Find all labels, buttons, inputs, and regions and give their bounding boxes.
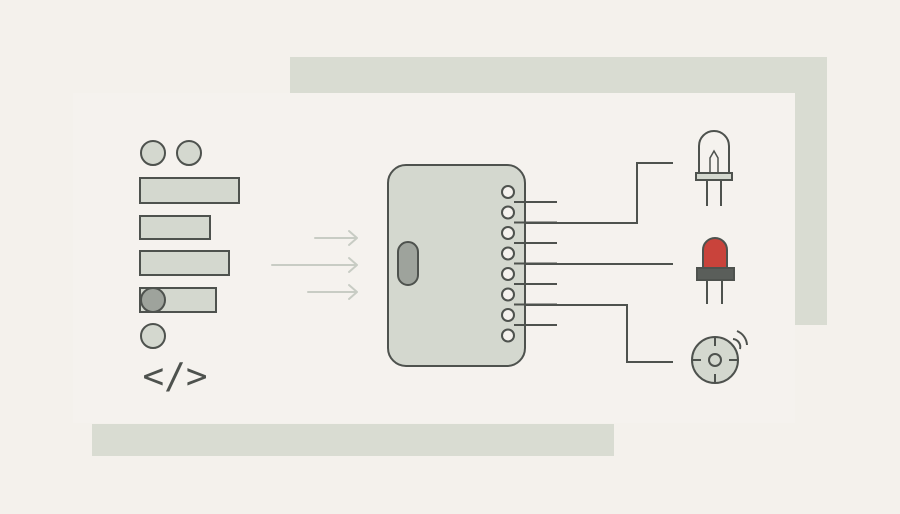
sound-wave <box>736 330 748 346</box>
wires <box>525 162 673 363</box>
red-led-icon <box>696 237 735 304</box>
code-block-circle <box>176 140 202 166</box>
code-block-circle <box>140 140 166 166</box>
code-block-bar <box>139 250 230 276</box>
code-block-circle <box>140 323 166 349</box>
code-block-bar <box>139 215 211 240</box>
board-pin <box>501 185 515 199</box>
wire-to-buzzer <box>525 304 673 363</box>
buzzer-center <box>708 353 722 367</box>
sound-wave <box>732 338 742 350</box>
code-blocks-icon <box>139 140 240 349</box>
board-pin <box>501 308 515 322</box>
bulb-filament <box>709 149 719 173</box>
buzzer-icon <box>691 330 748 384</box>
board-body <box>387 164 526 367</box>
board-pin <box>501 287 515 302</box>
board-pin <box>501 246 515 261</box>
led-dome <box>702 237 728 269</box>
code-block-bar <box>139 177 240 204</box>
led-legs <box>706 280 723 304</box>
buzzer-ticks <box>692 337 738 383</box>
arrow-line <box>307 284 358 300</box>
code-symbol: </> <box>142 356 207 397</box>
arrow-line <box>314 230 358 246</box>
code-block-toggle-knob <box>140 287 166 313</box>
board-pin <box>501 226 515 240</box>
led-base <box>696 267 735 281</box>
board-pin <box>501 328 515 343</box>
bulb-legs <box>706 180 722 206</box>
arrow-right-icon <box>271 230 358 300</box>
board-pin <box>501 205 515 220</box>
bulb-base <box>695 172 733 181</box>
board-pin <box>501 267 515 281</box>
back-panel-bottom-left <box>92 424 614 456</box>
arrow-line <box>271 257 358 273</box>
light-bulb-icon <box>695 130 733 206</box>
board-chip <box>397 241 419 286</box>
wire-to-bulb <box>525 162 673 224</box>
